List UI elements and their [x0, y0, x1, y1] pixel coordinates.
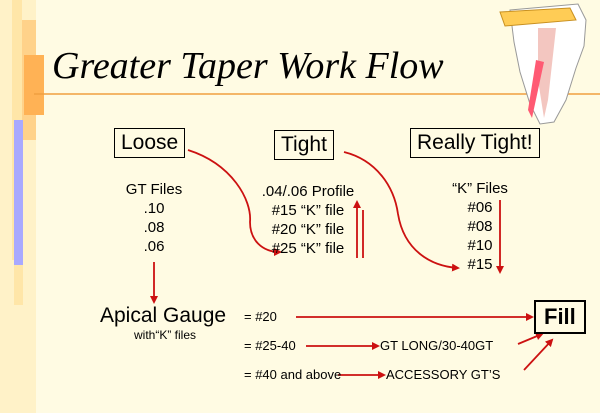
loose-file-list: GT Files .10 .08 .06	[112, 180, 196, 256]
fill-box: Fill	[534, 300, 586, 334]
loose-box: Loose	[114, 128, 186, 158]
list-item: #25 “K” file	[271, 240, 345, 257]
option-size-40-above: = #40 and above	[244, 367, 342, 382]
page-title: Greater Taper Work Flow	[52, 45, 444, 87]
list-item: .10	[143, 200, 165, 217]
list-item: .08	[143, 219, 165, 236]
tight-box: Tight	[274, 130, 334, 160]
option-size-20: = #20	[244, 309, 277, 324]
arrow-accessory-to-fill	[523, 338, 554, 371]
list-item: #06	[467, 199, 493, 216]
list-item: GT Files	[125, 181, 183, 198]
list-item: #20 “K” file	[271, 221, 345, 238]
list-item: #15	[467, 256, 493, 273]
arrow-tight-to-really-tight	[343, 151, 460, 272]
option-target-accessory: ACCESSORY GT’S	[386, 367, 501, 382]
tight-file-list: .04/.06 Profile #15 “K” file #20 “K” fil…	[252, 182, 364, 258]
tooth-illustration-icon	[499, 3, 587, 125]
decorative-bars	[0, 0, 44, 413]
list-item: .06	[143, 238, 165, 255]
list-item: #08	[467, 218, 493, 235]
arrow-gt-long-to-fill	[517, 332, 544, 345]
list-item: #10	[467, 237, 493, 254]
option-target-gt-long: GT LONG/30-40GT	[380, 338, 494, 353]
list-item: #15 “K” file	[271, 202, 345, 219]
arrow-loose-to-tight	[187, 149, 282, 256]
apical-gauge-sublabel: with“K” files	[134, 328, 197, 342]
list-item: “K” Files	[452, 180, 508, 197]
list-item: .04/.06 Profile	[261, 183, 355, 200]
really-tight-box: Really Tight!	[410, 128, 540, 158]
option-size-25-40: = #25-40	[244, 338, 296, 353]
apical-gauge-label: Apical Gauge	[100, 304, 227, 327]
really-tight-file-list: “K” Files #06 #08 #10 #15	[440, 179, 520, 274]
